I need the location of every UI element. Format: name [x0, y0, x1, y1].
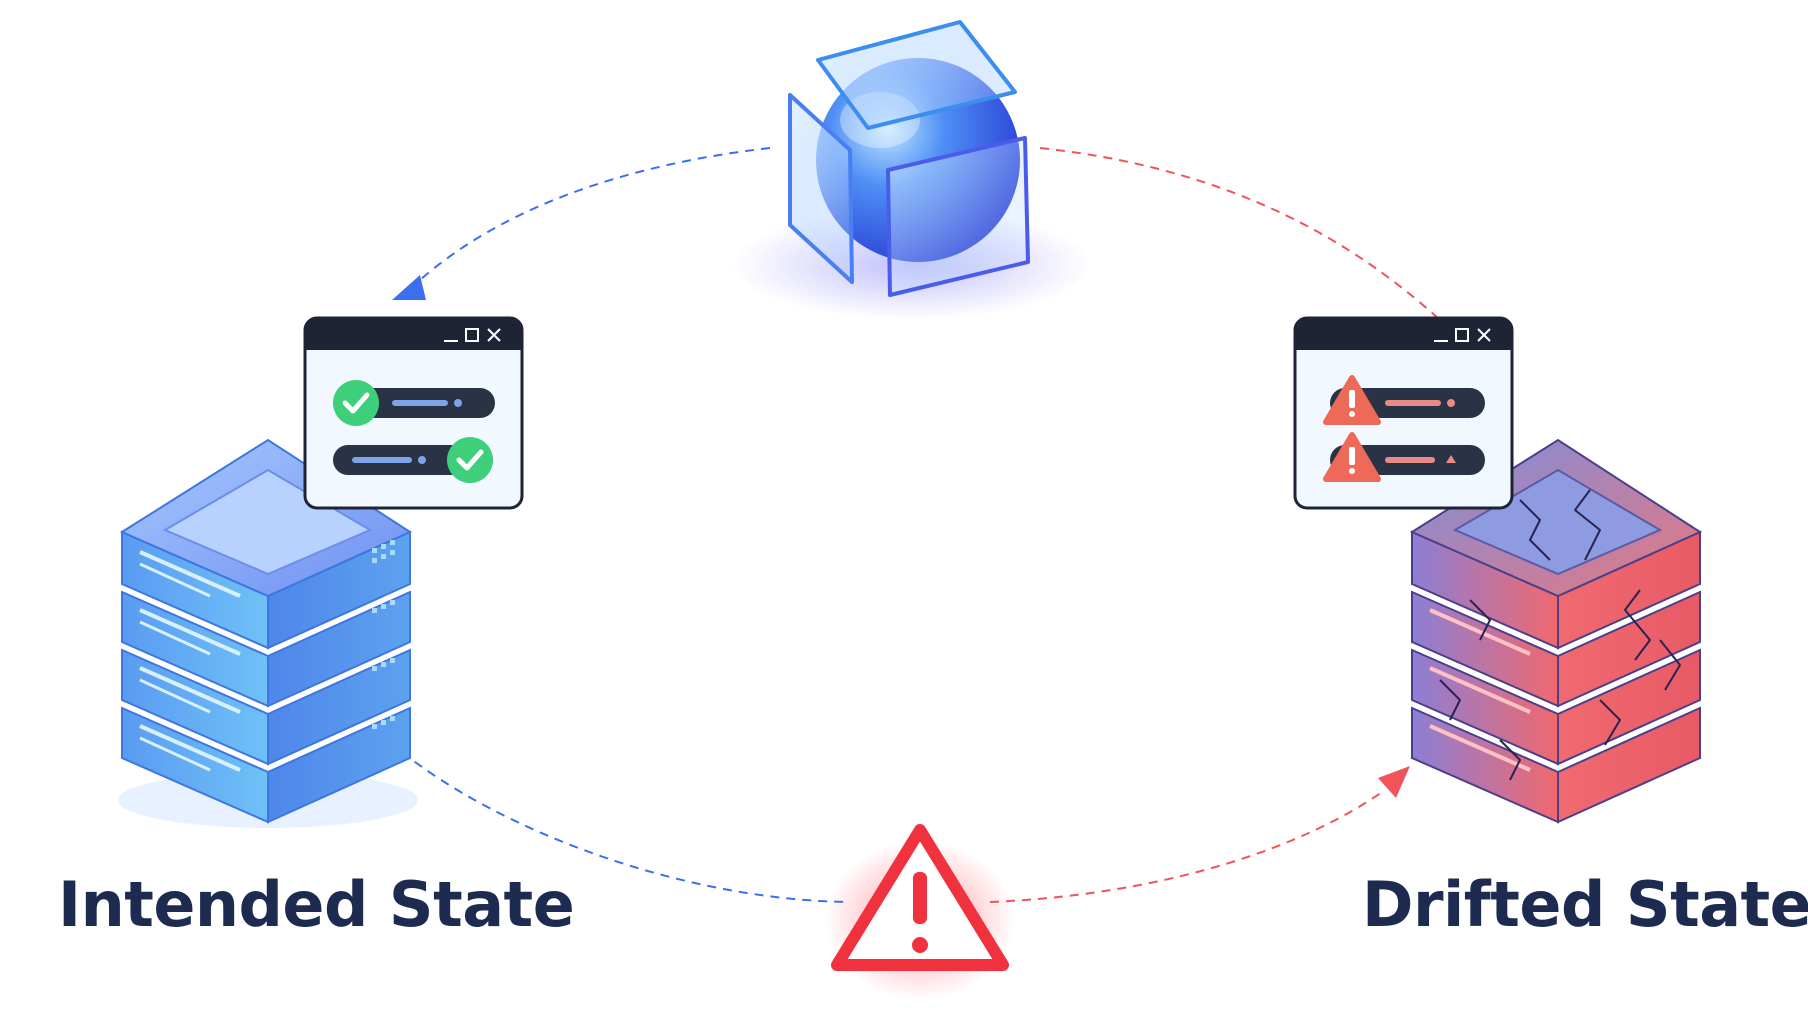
arc-bottom-left — [401, 751, 851, 903]
arrowhead-blue — [392, 275, 426, 300]
window-controls — [444, 328, 501, 342]
arc-bottom-right — [989, 789, 1386, 903]
warning-icon — [1323, 432, 1381, 482]
arrowhead-red — [1378, 766, 1410, 798]
crack-lines — [1439, 489, 1681, 781]
intended-server-stack — [118, 438, 418, 828]
intended-status-window — [303, 316, 524, 510]
intended-state-label: Intended State — [58, 868, 575, 941]
drifted-status-window — [1293, 316, 1514, 510]
warning-icon — [1323, 375, 1381, 425]
drifted-server-stack — [1409, 438, 1703, 824]
cube-sphere-icon — [732, 20, 1092, 320]
arc-top-left — [419, 147, 771, 281]
check-icon — [447, 437, 493, 483]
warning-triangle-icon — [825, 824, 1015, 1000]
cycle-arrows — [392, 147, 1441, 903]
window-controls — [1434, 328, 1491, 342]
drifted-state-label: Drifted State — [1362, 868, 1808, 941]
arc-top-right — [1039, 147, 1441, 321]
check-icon — [333, 380, 379, 426]
